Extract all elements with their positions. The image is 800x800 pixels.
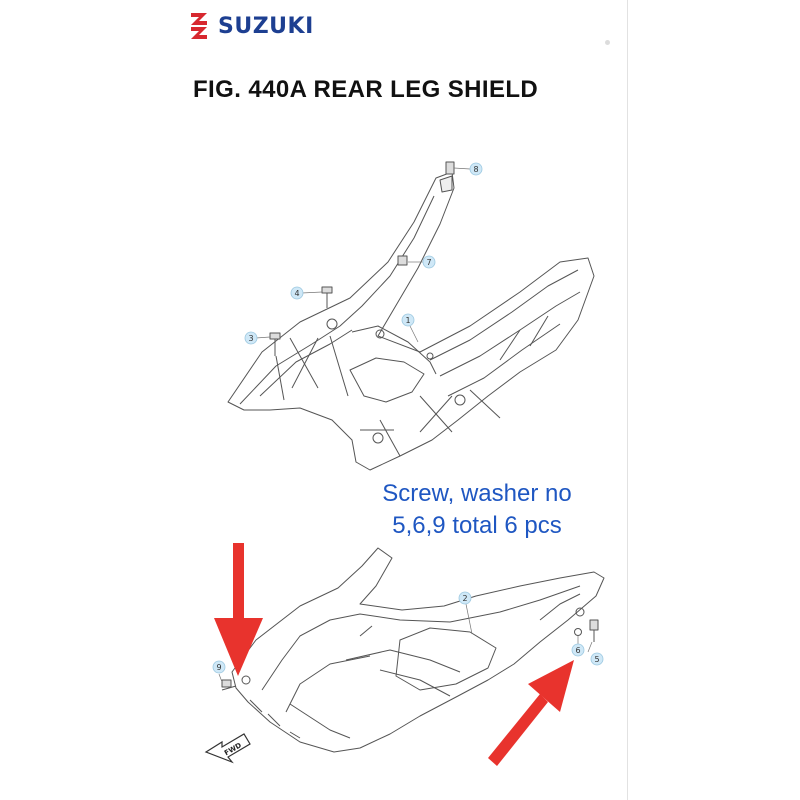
fastener-6 — [574, 628, 582, 636]
svg-text:7: 7 — [426, 258, 431, 267]
fwd-arrow-icon: FWD — [204, 733, 251, 764]
svg-text:8: 8 — [473, 165, 478, 174]
callout-9: 9 — [212, 660, 226, 674]
fastener-5 — [589, 619, 599, 642]
figure-title: FIG. 440A REAR LEG SHIELD — [193, 76, 539, 103]
svg-text:4: 4 — [294, 289, 299, 298]
note-line-1: Screw, washer no — [382, 480, 572, 507]
decorative-dot — [605, 40, 610, 45]
part-2-lower-shield — [231, 547, 605, 753]
fastener-9 — [221, 679, 237, 691]
suzuki-logo: SUZUKI — [188, 10, 314, 42]
svg-text:1: 1 — [405, 316, 410, 325]
red-arrow-icon — [488, 660, 574, 766]
callout-5: 5 — [590, 652, 604, 666]
fastener-4 — [321, 286, 333, 308]
note-line-2: 5,6,9 total 6 pcs — [392, 512, 562, 539]
callout-8: 8 — [469, 162, 483, 176]
fastener-7 — [397, 255, 408, 266]
suzuki-s-logo-icon — [191, 13, 207, 39]
svg-text:3: 3 — [248, 334, 253, 343]
page-right-border — [627, 0, 628, 800]
fastener-8 — [445, 161, 455, 175]
callout-4: 4 — [290, 286, 304, 300]
part-1-frame — [227, 171, 595, 471]
svg-text:6: 6 — [575, 646, 580, 655]
svg-text:2: 2 — [462, 594, 467, 603]
svg-text:5: 5 — [594, 655, 599, 664]
callout-1: 1 — [401, 313, 415, 327]
callout-3: 3 — [244, 331, 258, 345]
left-margin — [0, 0, 168, 800]
svg-text:FWD: FWD — [223, 741, 243, 757]
red-arrow-icon — [214, 543, 263, 676]
callout-2: 2 — [458, 591, 472, 605]
parts-note: Screw, washer no 5,6,9 total 6 pcs — [348, 478, 606, 542]
brand-name: SUZUKI — [218, 13, 314, 39]
svg-text:9: 9 — [216, 663, 221, 672]
callout-6: 6 — [571, 643, 585, 657]
callout-7: 7 — [422, 255, 436, 269]
fastener-3 — [269, 332, 281, 356]
